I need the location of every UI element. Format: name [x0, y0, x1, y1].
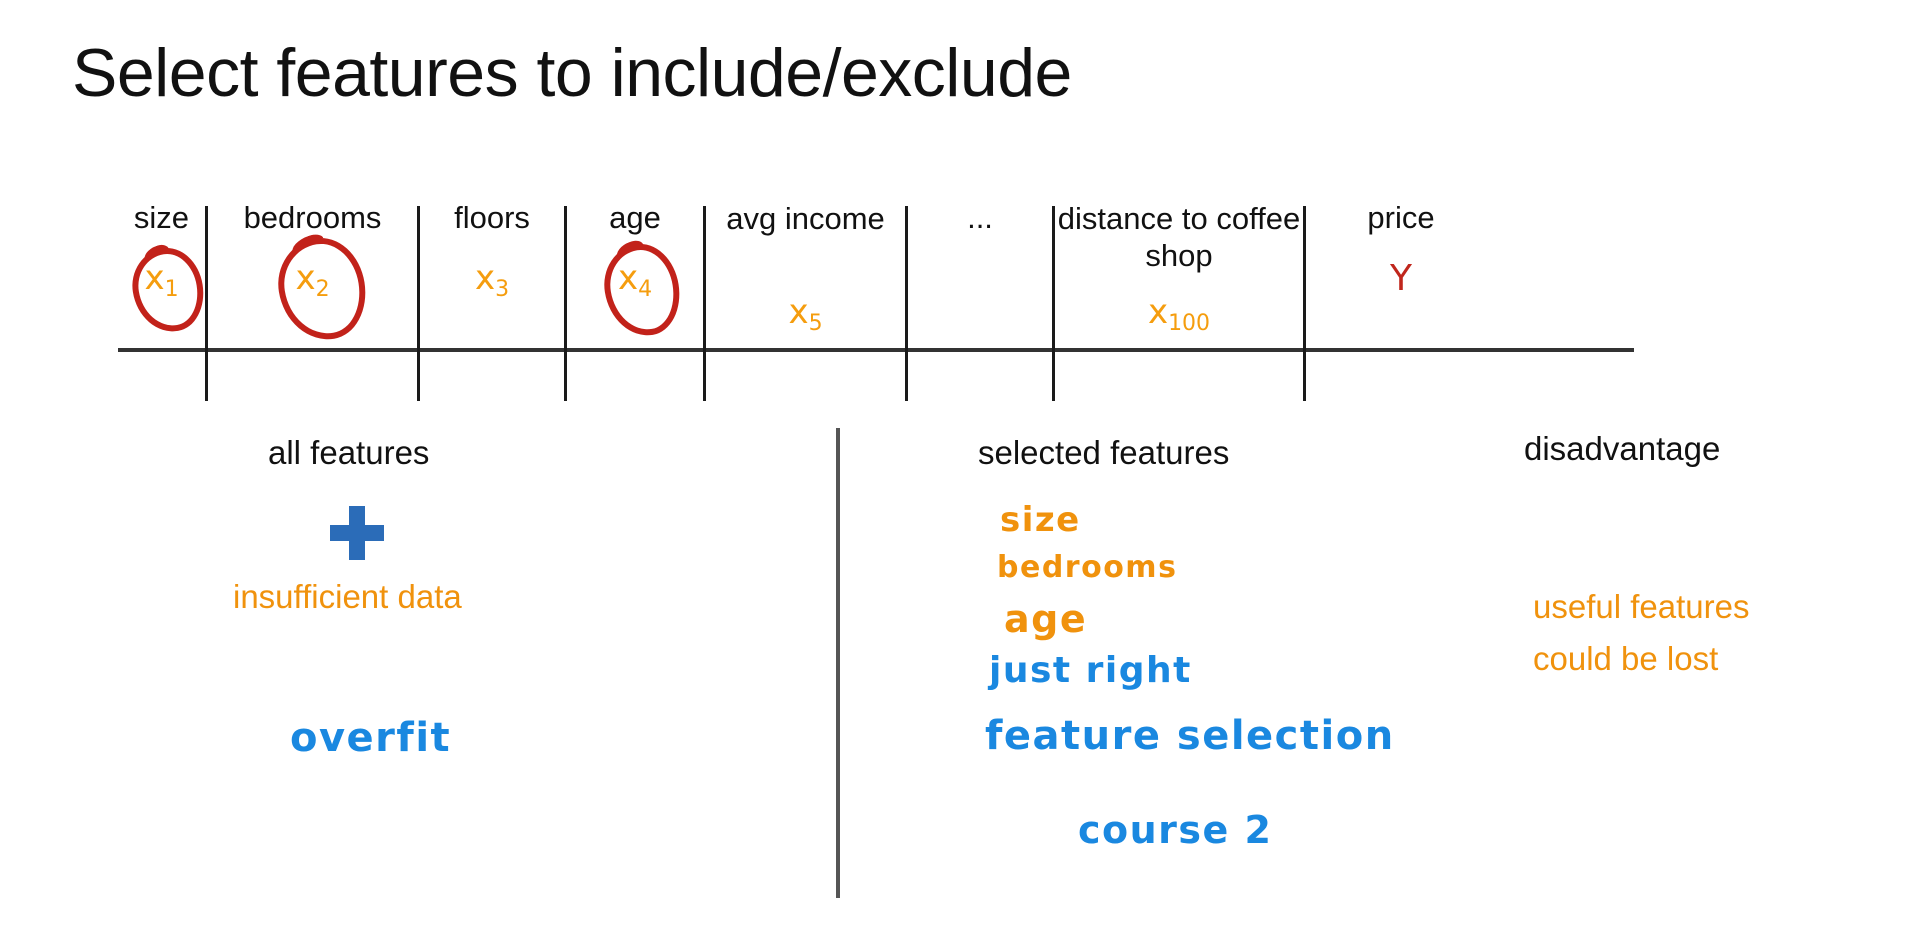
column-header-avg-income: avg income [726, 201, 885, 236]
column-header-age: age [609, 200, 661, 235]
selected-features-heading: selected features [978, 434, 1230, 471]
column-variable-age: x4 [567, 258, 703, 302]
column-variable-size: x1 [118, 258, 205, 302]
column-divider-5 [905, 206, 908, 401]
disadvantage-consequence-line2: could be lost [1533, 640, 1719, 677]
table-column-size: size x1 [118, 196, 210, 337]
selected-feature-item-bedrooms: bedrooms [997, 550, 1178, 585]
selected-feature-item-size: size [1000, 500, 1081, 540]
variable-symbol: x [1147, 292, 1169, 332]
selected-feature-item-age: age [1004, 597, 1088, 641]
column-header-floors: floors [454, 200, 530, 235]
table-column-bedrooms: bedrooms x2 [208, 196, 417, 347]
feature-table: size x1 bedrooms x2 floors x3 age x4 [118, 196, 1634, 401]
column-variable-bedrooms: x2 [208, 258, 417, 302]
column-divider-4 [703, 206, 706, 401]
column-header-size: size [133, 200, 190, 235]
column-header-distance-to-coffee-shop: distance to coffee shop [1057, 201, 1301, 273]
variable-symbol: x [474, 258, 496, 298]
column-variable-avg-income: x5 [706, 292, 905, 336]
variable-subscript: 5 [808, 311, 823, 336]
plus-icon [330, 506, 384, 560]
variable-subscript: 4 [638, 277, 653, 302]
column-header-bedrooms: bedrooms [243, 200, 382, 235]
variable-subscript: 2 [315, 277, 330, 302]
table-column-avg-income: avg income x5 [706, 196, 905, 336]
table-column-floors: floors x3 [420, 196, 564, 302]
table-column-price: price Y [1306, 196, 1496, 299]
variable-symbol: Y [1390, 258, 1412, 299]
variable-symbol: x [295, 258, 316, 298]
page-title: Select features to include/exclude [72, 35, 1072, 111]
variable-symbol: x [617, 258, 639, 298]
variable-symbol: x [144, 258, 165, 298]
variable-symbol: x [788, 292, 809, 332]
column-header-price: price [1367, 200, 1435, 235]
table-column-distance-to-coffee-shop: distance to coffee shop x100 [1055, 196, 1303, 336]
column-divider-2 [417, 206, 420, 401]
all-features-condition: insufficient data [233, 578, 462, 615]
disadvantage-consequence-line1: useful features [1533, 588, 1750, 625]
column-variable-price: Y [1306, 258, 1496, 303]
table-baseline [118, 348, 1634, 352]
disadvantage-heading: disadvantage [1524, 430, 1721, 467]
column-divider-3 [564, 206, 567, 401]
variable-subscript: 1 [164, 277, 179, 302]
column-variable-floors: x3 [420, 258, 564, 302]
column-divider-1 [205, 206, 208, 401]
column-header-ellipsis: ... [967, 200, 993, 235]
column-variable-distance-to-coffee-shop: x100 [1055, 292, 1303, 336]
column-divider-7 [1303, 206, 1306, 401]
all-features-heading: all features [268, 434, 430, 471]
disadvantage-down-arrow-icon [1601, 500, 1635, 578]
feature-selection-label: feature selection [985, 713, 1395, 759]
section-divider [836, 428, 840, 898]
selected-features-verdict: just right [989, 650, 1192, 691]
course-reference: course 2 [1078, 808, 1273, 852]
all-features-result: overfit [290, 715, 452, 761]
table-column-ellipsis: ... [908, 196, 1052, 236]
column-divider-6 [1052, 206, 1055, 401]
table-column-age: age x4 [567, 196, 703, 342]
variable-subscript: 3 [495, 277, 510, 302]
variable-subscript: 100 [1168, 311, 1211, 336]
